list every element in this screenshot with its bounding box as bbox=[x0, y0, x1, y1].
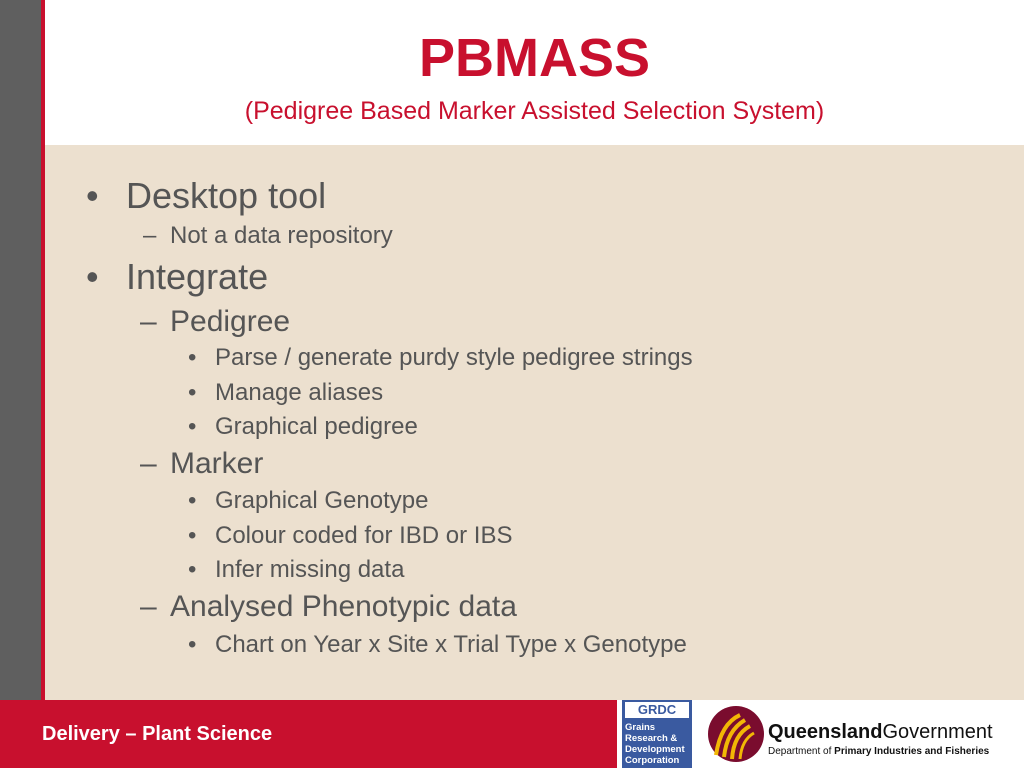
bullet-infer-missing-data: Infer missing data bbox=[215, 556, 405, 583]
slide-title: PBMASS bbox=[418, 28, 651, 88]
bullet-analysed-phenotypic-data: Analysed Phenotypic data bbox=[170, 590, 517, 623]
bullet-chart-on-year: Chart on Year x Site x Trial Type x Geno… bbox=[215, 631, 687, 658]
footer-text: Delivery – Plant Science bbox=[42, 723, 273, 745]
bullet-marker: • bbox=[188, 522, 197, 549]
bullet-marker: • bbox=[188, 344, 197, 371]
bullet-marker: • bbox=[86, 256, 99, 297]
bullet-marker: • bbox=[188, 556, 197, 583]
content-area: • Desktop tool – Not a data repository •… bbox=[45, 145, 1024, 700]
bullet-marker-heading: Marker bbox=[170, 447, 264, 480]
queensland-government-name: QueenslandGovernment bbox=[768, 721, 993, 743]
bullet-desktop-tool: Desktop tool bbox=[126, 175, 327, 216]
department-name: Department of Primary Industries and Fis… bbox=[768, 746, 990, 757]
slide-subtitle: (Pedigree Based Marker Assisted Selectio… bbox=[244, 97, 825, 125]
queensland-emblem-icon bbox=[708, 706, 764, 762]
title-area: PBMASS (Pedigree Based Marker Assisted S… bbox=[45, 0, 1024, 145]
grdc-name: Grains Research & Development Corporatio… bbox=[625, 722, 685, 766]
bullet-marker: • bbox=[86, 175, 99, 216]
bullet-not-a-data-repository: Not a data repository bbox=[170, 222, 393, 249]
bullet-marker: • bbox=[188, 631, 197, 658]
bullet-graphical-genotype: Graphical Genotype bbox=[215, 487, 429, 514]
bullet-parse-generate: Parse / generate purdy style pedigree st… bbox=[215, 344, 693, 371]
bullet-marker: – bbox=[143, 222, 157, 249]
bullet-marker: – bbox=[140, 590, 157, 623]
grdc-logo: GRDC Grains Research & Development Corpo… bbox=[622, 700, 692, 768]
bullet-manage-aliases: Manage aliases bbox=[215, 379, 384, 406]
bullet-marker: – bbox=[140, 447, 157, 480]
grdc-acronym: GRDC bbox=[625, 702, 689, 718]
left-side-bar bbox=[0, 0, 41, 700]
bullet-marker: • bbox=[188, 379, 197, 406]
bullet-pedigree: Pedigree bbox=[170, 305, 291, 338]
bullet-marker: – bbox=[140, 305, 157, 338]
bullet-marker: • bbox=[188, 487, 197, 514]
bullet-colour-coded: Colour coded for IBD or IBS bbox=[215, 522, 513, 549]
left-accent-stripe bbox=[41, 0, 45, 700]
bullet-integrate: Integrate bbox=[126, 256, 269, 297]
bullet-graphical-pedigree: Graphical pedigree bbox=[215, 413, 418, 440]
bullet-marker: • bbox=[188, 413, 197, 440]
